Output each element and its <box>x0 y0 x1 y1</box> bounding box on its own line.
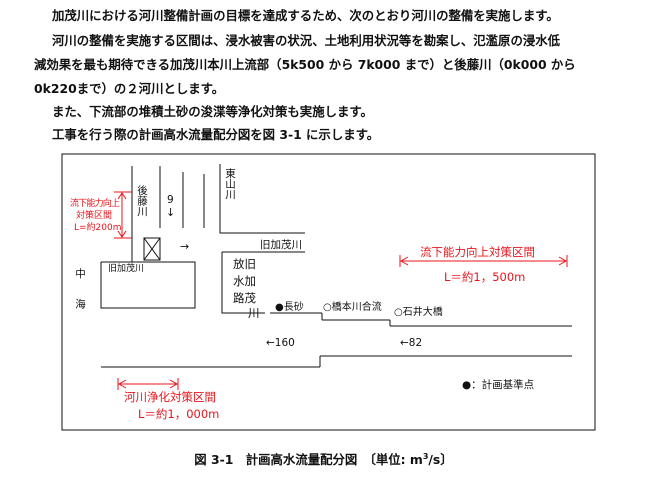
paragraph-line-1: 加茂川における河川整備計画の目標を達成するため、次のとおり河川の整備を実施します… <box>52 8 559 23</box>
purify-title: 河川浄化対策区間 <box>124 390 216 404</box>
svg-text:路茂: 路茂 <box>233 291 256 305</box>
red-labels: 流下能力向上 対策区間 L=約200m 流下能力向上対策区間 L＝約1，500m… <box>70 197 535 421</box>
main-improve-title: 流下能力向上対策区間 <box>420 245 535 259</box>
paragraph-line-2: 河川の整備を実施する区間は、浸水被害の状況、土地利用状況等を勘案し、氾濫原の浸水… <box>52 33 561 48</box>
higashiyama-river-label: 東山川 <box>224 167 236 199</box>
caption-tail: /s〕 <box>428 452 453 467</box>
chukai-label: 中海 <box>74 267 86 329</box>
flow-82: ←82 <box>400 337 422 349</box>
goto-flow-value: 9 <box>167 194 174 206</box>
diagram-black-labels: 後藤川 東山川 9 ↓ → 旧加茂川 旧加茂川 中海 ●長砂 ○橋本川合流 ○石… <box>74 167 534 391</box>
goto-improve-length: L=約200m <box>74 221 122 233</box>
red-annotations <box>114 191 568 390</box>
point-hashimoto: ○橋本川合流 <box>323 300 382 313</box>
paragraph-line-4: 0k220まで）の２河川とします。 <box>34 81 225 96</box>
point-nagasuna: ●長砂 <box>275 300 304 313</box>
svg-text:放旧: 放旧 <box>233 257 256 271</box>
point-ishii: ○石井大橋 <box>394 305 443 318</box>
goto-improve-subtitle: 対策区間 <box>76 209 112 221</box>
main-improve-length: L＝約1，500m <box>444 270 525 284</box>
svg-text:川: 川 <box>248 306 260 320</box>
goto-flow-arrow: ↓ <box>166 206 175 219</box>
purify-length: L＝約1，000m <box>138 407 219 421</box>
river-lines <box>100 164 572 368</box>
paragraph-line-5: また、下流部の堆積土砂の浚渫等浄化対策も実施します。 <box>52 104 373 119</box>
figure-caption: 図 3-1 計画高水流量配分図 〔単位: m3/s〕 <box>0 450 647 468</box>
flow-160: ←160 <box>266 337 295 349</box>
body-text: 加茂川における河川整備計画の目標を達成するため、次のとおり河川の整備を実施します… <box>0 0 647 142</box>
svg-text:水加: 水加 <box>233 274 256 288</box>
diagram-frame <box>61 153 596 431</box>
legend-point: ●：計画基準点 <box>462 378 534 391</box>
kyu-kamo-left-label: 旧加茂川 <box>108 262 144 274</box>
paragraph-line-6: 工事を行う際の計画高水流量配分図を図 3-1 に示します。 <box>52 127 380 142</box>
goto-improve-title: 流下能力向上 <box>70 197 120 209</box>
paragraph-line-3: 減効果を最も期待できる加茂川本川上流部（5k500 から 7k000 まで）と後… <box>34 57 576 72</box>
caption-text: 図 3-1 計画高水流量配分図 〔単位: m <box>194 452 423 467</box>
hoka-kyu-kamo-label: 放旧 水加 路茂 川 <box>233 257 260 320</box>
goto-river-label: 後藤川 <box>136 184 148 216</box>
right-arrow: → <box>180 240 189 253</box>
caption-superscript: 3 <box>422 451 429 461</box>
kyu-kamo-top-label: 旧加茂川 <box>260 238 302 251</box>
